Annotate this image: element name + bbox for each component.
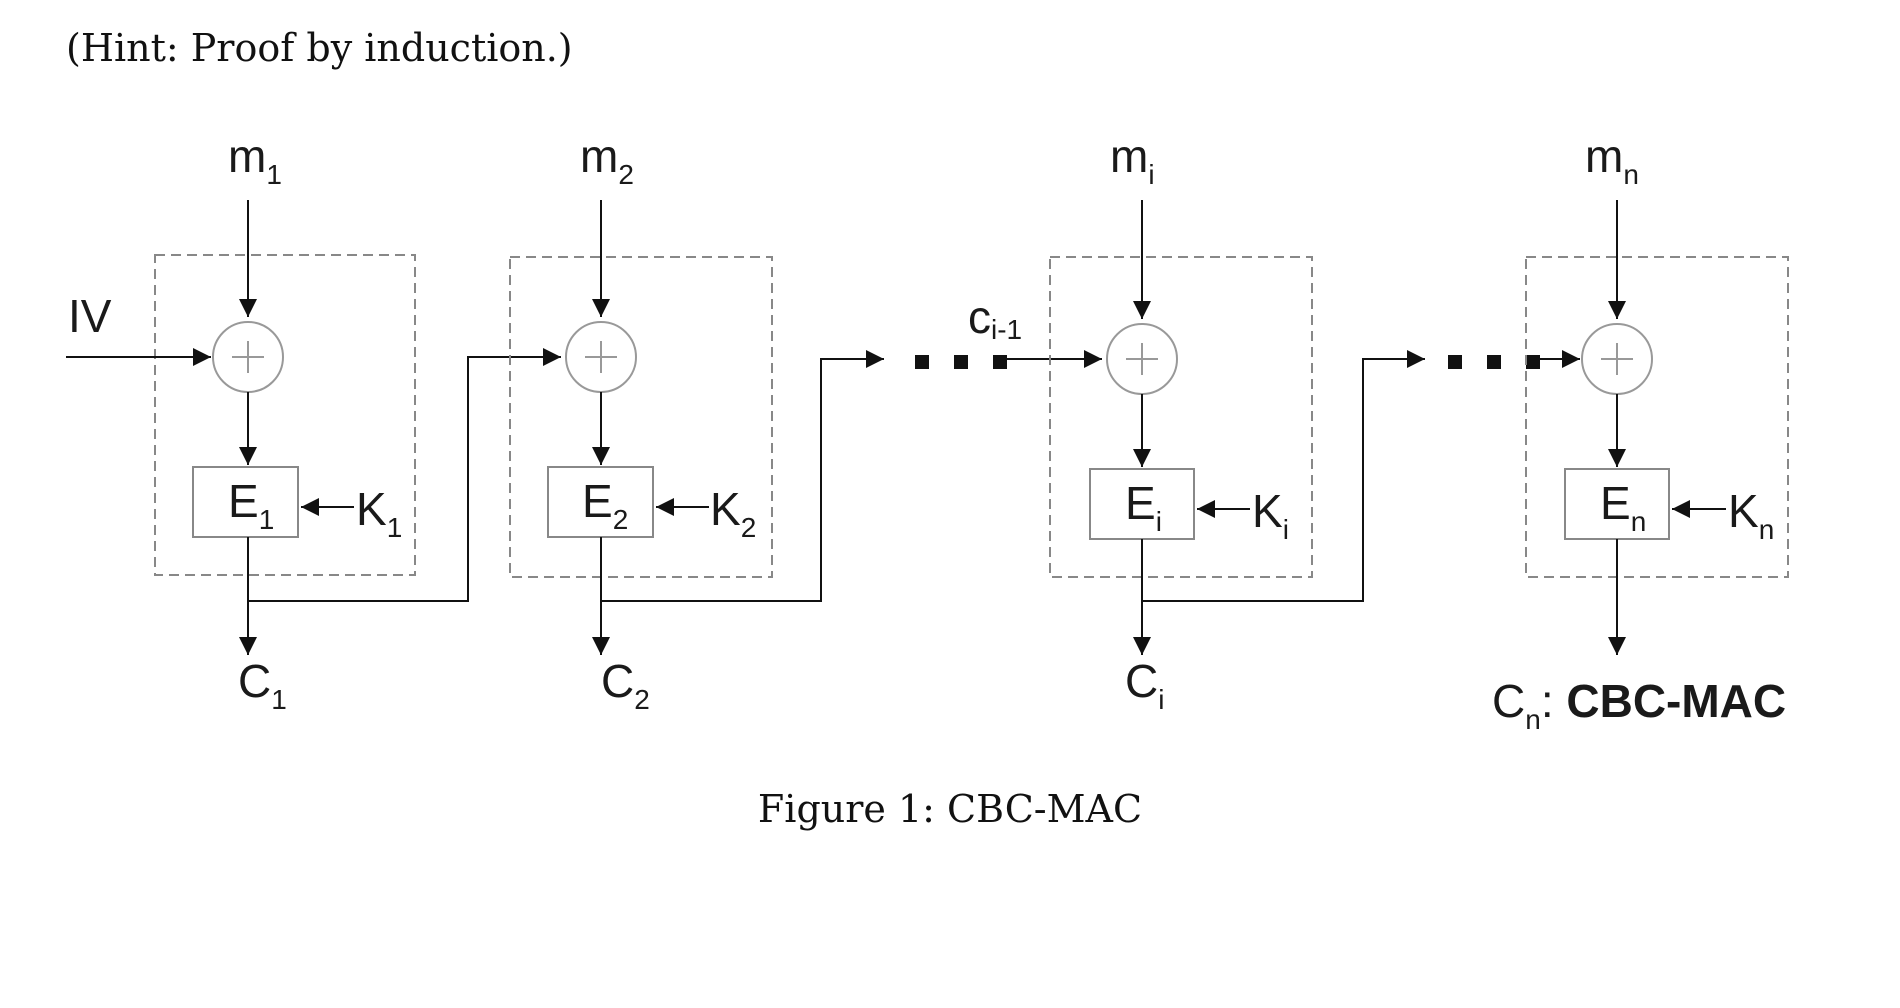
block-1-key-label: K1: [356, 483, 402, 543]
cbc-mac-label: CBC-MAC: [1566, 675, 1786, 727]
block-i: mi Ei Ki Ci: [1049, 130, 1313, 715]
chain-in-label: ci-1: [968, 291, 1022, 345]
hint-text: (Hint: Proof by induction.): [66, 26, 573, 70]
block-1-boundary: [154, 254, 416, 576]
chain-i-to-ellipsis-arrow: [1142, 350, 1425, 602]
block-2-boundary: [509, 256, 773, 578]
chain-1-to-2-arrow: [248, 348, 561, 602]
block-n-encryption-box: [1564, 468, 1670, 540]
block-1-message-label: m1: [228, 130, 282, 190]
block-i-boundary: [1049, 256, 1313, 578]
block-i-output-label: Ci: [1125, 655, 1164, 715]
block-n-output-label: Cn: CBC-MAC: [1492, 675, 1786, 735]
block-i-message-label: mi: [1110, 130, 1155, 190]
ellipsis-2-icon: [1448, 355, 1540, 369]
block-1: m1 IV E1 K1 C1: [66, 130, 416, 715]
block-n-boundary: [1525, 256, 1789, 578]
block-n: mn En Kn Cn: CBC-MAC: [1492, 130, 1789, 735]
block-i-encryption-label: Ei: [1125, 477, 1162, 537]
block-1-encryption-label: E1: [228, 475, 274, 535]
block-n-message-label: mn: [1585, 130, 1639, 190]
block-1-output-label: C1: [238, 655, 287, 715]
block-n-encryption-label: En: [1600, 477, 1646, 537]
block-1-encryption-box: [192, 466, 299, 538]
block-n-key-label: Kn: [1728, 485, 1774, 545]
block-2-message-label: m2: [580, 130, 634, 190]
iv-label: IV: [68, 290, 112, 342]
figure-caption: Figure 1: CBC-MAC: [757, 787, 1143, 831]
ellipsis-1-icon: [915, 355, 1007, 369]
block-2-encryption-label: E2: [582, 475, 628, 535]
block-2: m2 E2 K2 C2: [509, 130, 773, 715]
block-2-output-label: C2: [601, 655, 650, 715]
chain-2-to-ellipsis-arrow: [601, 350, 884, 602]
block-2-key-label: K2: [710, 483, 756, 543]
block-i-key-label: Ki: [1252, 485, 1289, 545]
